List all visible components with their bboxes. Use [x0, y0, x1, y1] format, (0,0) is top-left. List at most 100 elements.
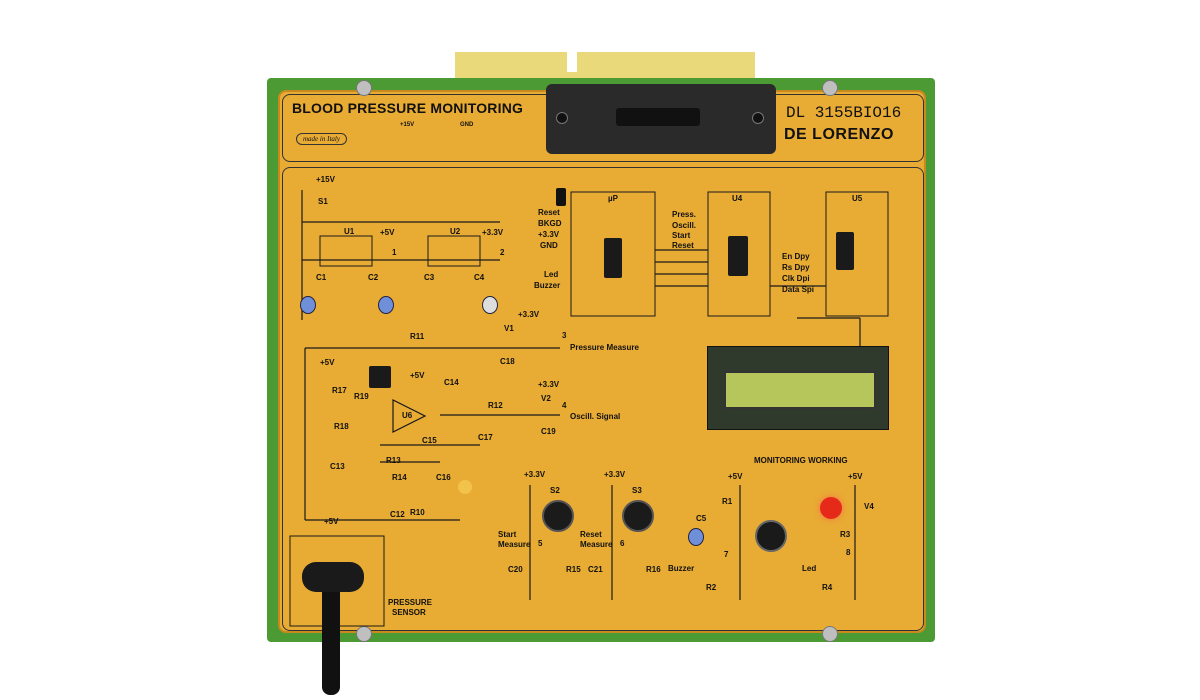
u4-label: U4 — [732, 194, 743, 203]
component-label: C13 — [330, 462, 345, 471]
screw-icon — [356, 80, 372, 96]
indicator-led — [458, 480, 472, 494]
component-label: R15 — [566, 565, 581, 574]
rail-label: +5V — [320, 358, 335, 367]
start-measure-button[interactable] — [542, 500, 574, 532]
component-label: R19 — [354, 392, 369, 401]
capacitor-icon — [378, 296, 394, 314]
regulator-label: U1 — [344, 227, 355, 236]
cap-label: C4 — [474, 273, 485, 282]
bkgd-header — [556, 188, 566, 206]
component-label: R2 — [706, 583, 717, 592]
sensor-label: SENSOR — [392, 608, 426, 617]
component-label: C20 — [508, 565, 523, 574]
start-label: Start — [498, 530, 517, 539]
component-label: R13 — [386, 456, 401, 465]
mcu-signal: BKGD — [538, 219, 562, 228]
rail-label: +15V — [316, 175, 335, 184]
reset-label: Reset — [580, 530, 602, 539]
component-label: R10 — [410, 508, 425, 517]
sensor-label: PRESSURE — [388, 598, 433, 607]
node-label: 7 — [724, 550, 729, 559]
lcd-display — [707, 346, 889, 430]
regulator-label: U2 — [450, 227, 461, 236]
pressure-measure-label: Pressure Measure — [570, 343, 639, 352]
capacitor-icon — [688, 528, 704, 546]
mcu-signal: Start — [672, 231, 691, 240]
terminal-label: +15V — [400, 122, 415, 128]
component-label: C15 — [422, 436, 437, 445]
component-label: C16 — [436, 473, 451, 482]
model-number: DL 3155BIO16 — [786, 104, 902, 122]
node-label: 8 — [846, 548, 851, 557]
node-label: 1 — [392, 248, 397, 257]
board-title: BLOOD PRESSURE MONITORING — [292, 100, 524, 116]
u5-chip — [836, 232, 854, 270]
rail-label: +5V — [728, 472, 743, 481]
component-label: C21 — [588, 565, 603, 574]
component-label: C14 — [444, 378, 459, 387]
component-label: C17 — [478, 433, 493, 442]
screw-icon — [822, 626, 838, 642]
component-label: C12 — [390, 510, 405, 519]
u5-label: U5 — [852, 194, 863, 203]
mcu-signal: Press. — [672, 210, 697, 219]
switch-label: S3 — [632, 486, 642, 495]
component-label: R17 — [332, 386, 347, 395]
node-label: 2 — [500, 248, 505, 257]
u4-signal: Rs Dpy — [782, 263, 810, 272]
capacitor-icon — [300, 296, 316, 314]
component-label: R3 — [840, 530, 851, 539]
u4-signal: En Dpy — [782, 252, 810, 261]
mcu-label: µP — [608, 194, 618, 203]
mcu-signal: GND — [540, 241, 558, 250]
capacitor-icon — [482, 296, 498, 314]
u4-signal: Clk Dpi — [782, 274, 810, 283]
rail-label: +5V — [380, 228, 395, 237]
node-label: 5 — [538, 539, 543, 548]
circuit-frame — [282, 167, 924, 631]
sensor-cable — [322, 585, 340, 695]
monitoring-title: MONITORING WORKING — [754, 456, 848, 465]
component-label: C18 — [500, 357, 515, 366]
node-label: 4 — [562, 401, 567, 410]
buzzer-icon — [755, 520, 787, 552]
cap-label: C2 — [368, 273, 379, 282]
reset-label: Measure — [580, 540, 613, 549]
mcu-signal: Buzzer — [534, 281, 561, 290]
switch-label: S2 — [550, 486, 560, 495]
brand-logo: DE LORENZO — [784, 126, 894, 143]
component-label: V4 — [864, 502, 874, 511]
pressure-sensor — [302, 562, 364, 592]
lcd-window — [724, 371, 876, 409]
oscill-signal-label: Oscill. Signal — [570, 412, 621, 421]
cap-label: C3 — [424, 273, 435, 282]
terminal-label: GND — [460, 122, 474, 128]
u4-chip — [728, 236, 748, 276]
component-label: V2 — [541, 394, 551, 403]
u4-signal: Data Spi — [782, 285, 815, 294]
component-label: C5 — [696, 514, 707, 523]
mcu-chip — [604, 238, 622, 278]
component-label: R16 — [646, 565, 661, 574]
buzzer-label: Buzzer — [668, 564, 695, 573]
node-label: 3 — [562, 331, 567, 340]
screw-icon — [822, 80, 838, 96]
mcu-signal: Reset — [672, 241, 694, 250]
start-label: Measure — [498, 540, 531, 549]
component-label: R4 — [822, 583, 833, 592]
made-in-badge: made in Italy — [296, 133, 347, 145]
status-led — [820, 497, 842, 519]
mcu-signal: Oscill. — [672, 221, 697, 230]
mcu-signal: +3.3V — [538, 230, 560, 239]
rail-label: +3.3V — [604, 470, 626, 479]
component-label: C19 — [541, 427, 556, 436]
reset-measure-button[interactable] — [622, 500, 654, 532]
rail-label: +3.3V — [482, 228, 504, 237]
component-label: R12 — [488, 401, 503, 410]
component-label: R1 — [722, 497, 733, 506]
component-label: R11 — [410, 332, 425, 341]
component-label: R18 — [334, 422, 349, 431]
mcu-signal: Reset — [538, 208, 560, 217]
